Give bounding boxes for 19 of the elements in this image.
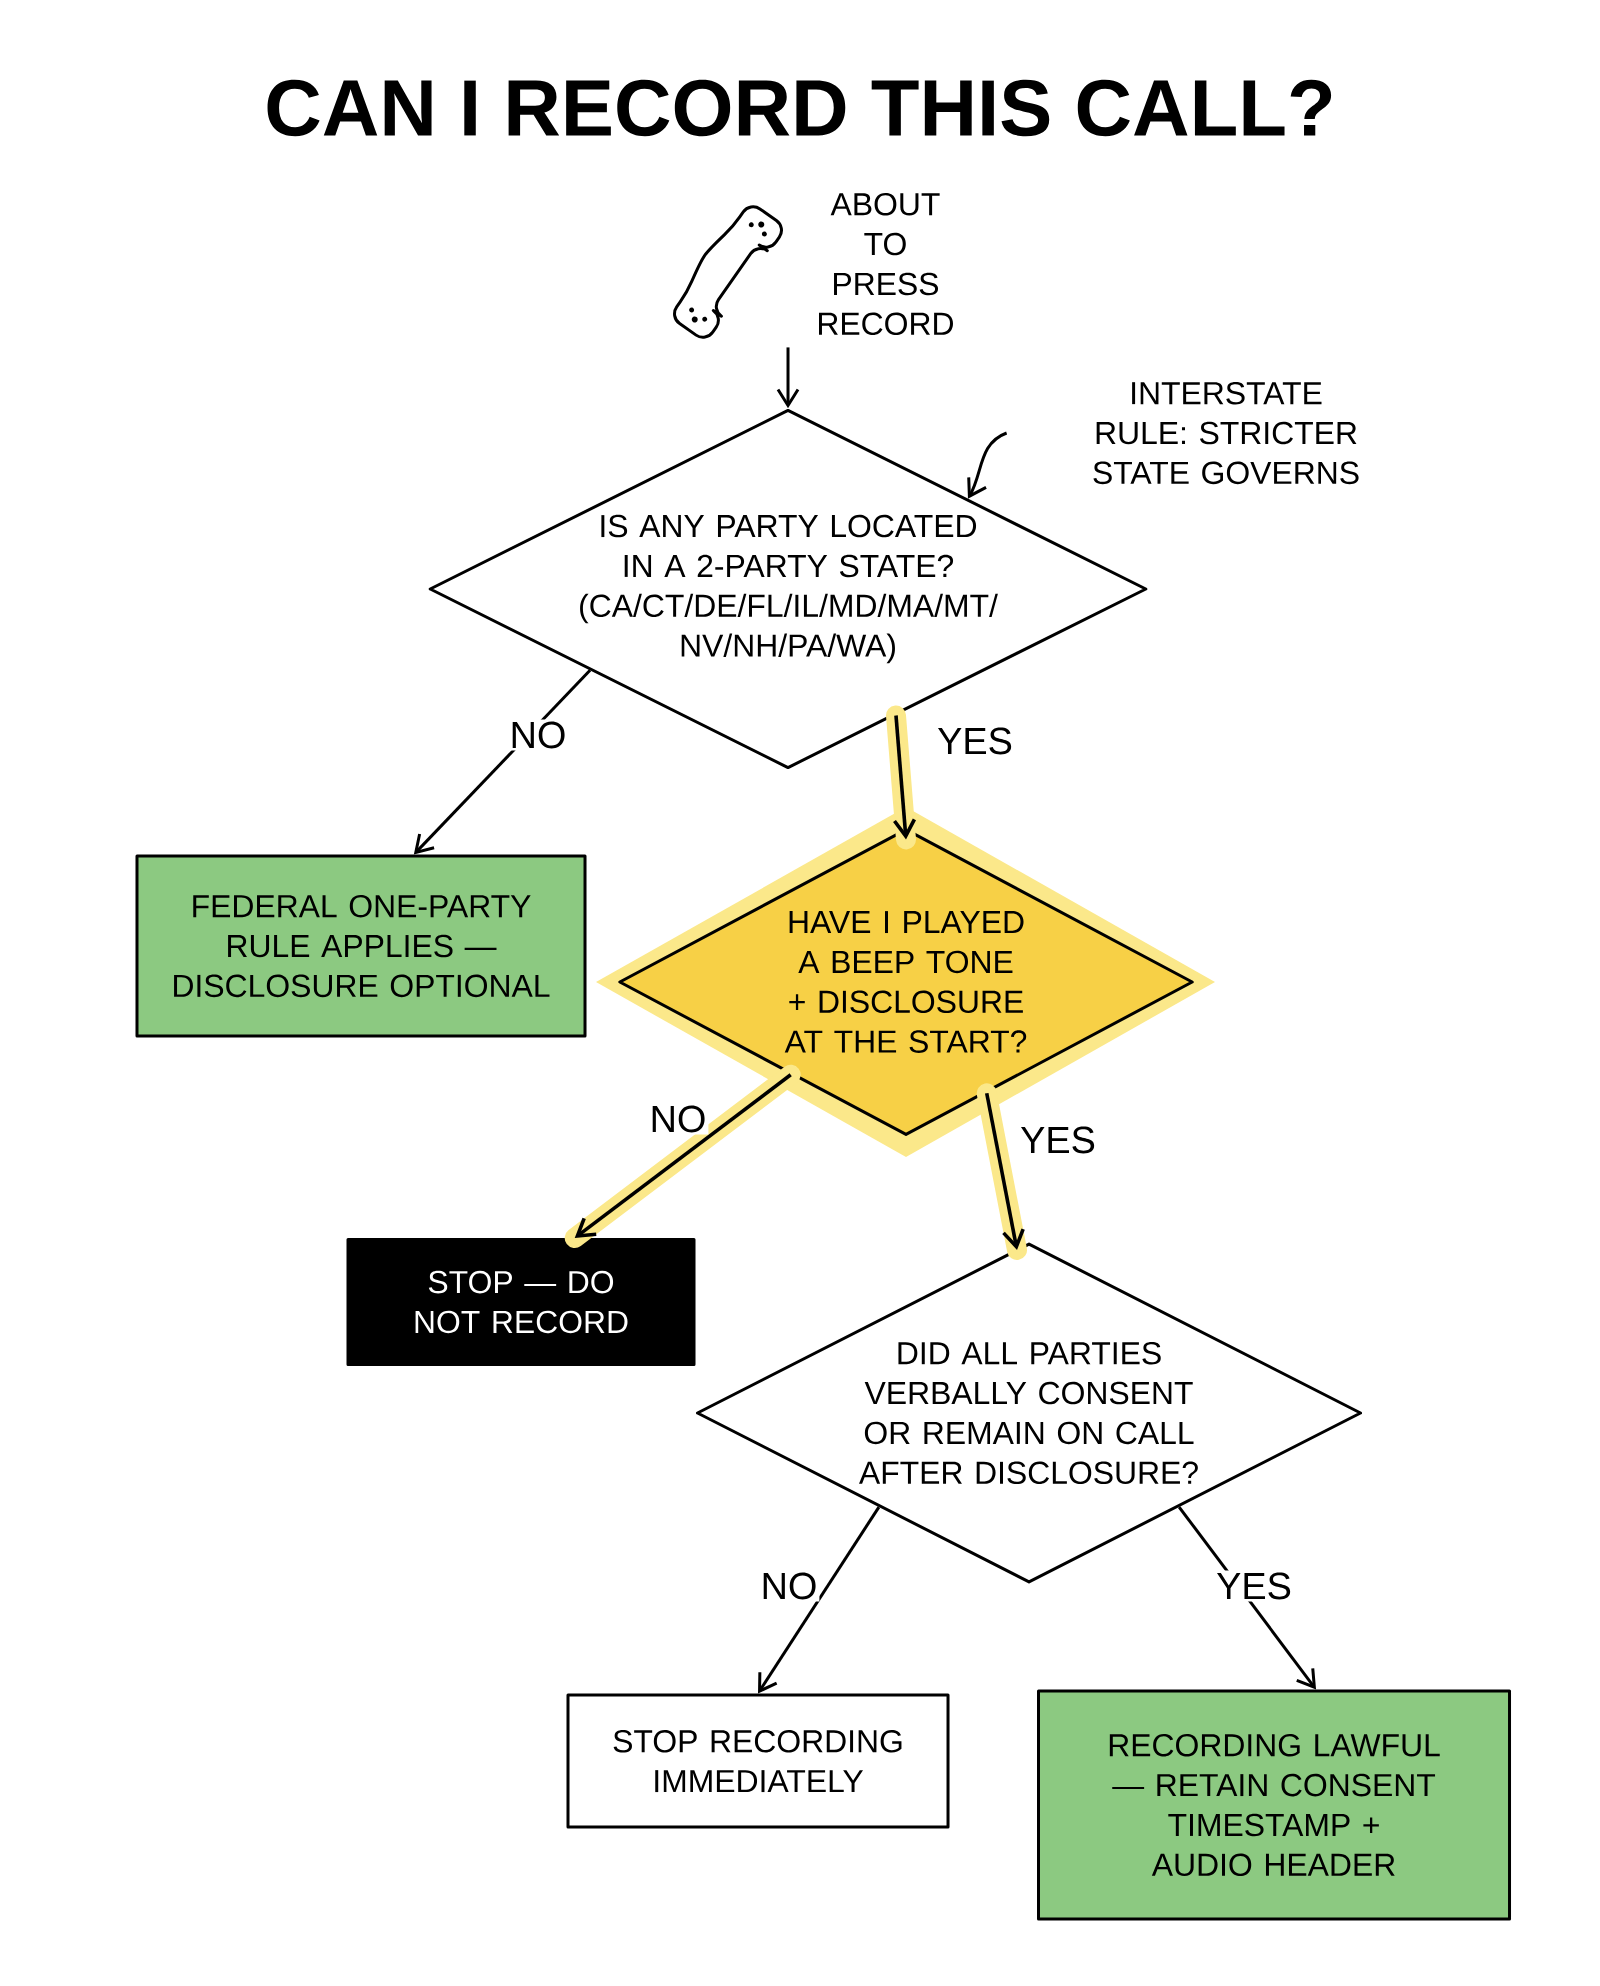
outcome-box: RECORDING LAWFUL — RETAIN CONSENT TIMESTAMP + AUDIO HEADER (1037, 1689, 1511, 1921)
edge-label: YES (1214, 1570, 1294, 1602)
edge-label: NO (647, 1103, 709, 1135)
outcome-box: STOP RECORDING IMMEDIATELY (566, 1693, 950, 1829)
title: CAN I RECORD THIS CALL? (267, 79, 1332, 137)
edge-label: NO (507, 719, 569, 751)
arrow (564, 1064, 801, 1248)
arrow (886, 705, 916, 850)
phone-drawing (673, 205, 783, 339)
arrow (976, 1083, 1027, 1260)
arrow (967, 431, 1008, 499)
outcome-box: STOP — DO NOT RECORD (346, 1238, 696, 1366)
arrow (776, 347, 800, 409)
node-caption: ABOUT TO PRESS RECORD (819, 192, 953, 336)
edge-label: YES (1018, 1124, 1098, 1156)
outcome-box: FEDERAL ONE-PARTY RULE APPLIES — DISCLOSURE OPTIONAL (135, 854, 587, 1038)
edge-label: YES (935, 725, 1015, 757)
arrow (758, 1506, 881, 1694)
edge-label: NO (758, 1570, 820, 1602)
